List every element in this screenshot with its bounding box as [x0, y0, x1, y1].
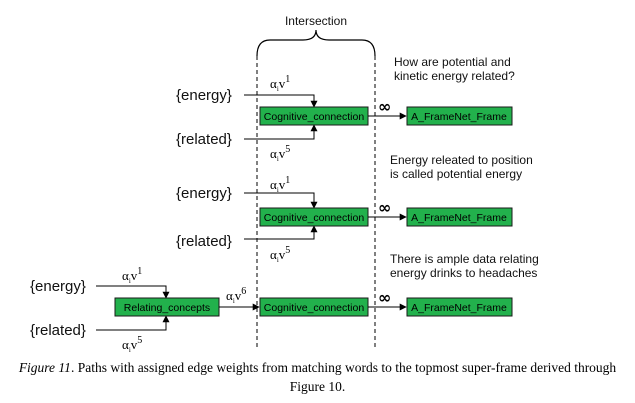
figure-label: Figure 11: [18, 360, 71, 375]
row1-frame-text: A_FrameNet_Frame: [411, 111, 507, 123]
row1-frame-box: [406, 106, 513, 126]
row3-frame-text: A_FrameNet_Frame: [411, 302, 507, 314]
row2-infinity: ∞: [378, 198, 391, 217]
row3-related-edge: [96, 315, 170, 331]
row2-energy-edge: [244, 192, 318, 209]
intersection-brace: [256, 29, 376, 57]
figure-caption: Figure 11. Paths with assigned edge weig…: [10, 358, 625, 396]
row1-question-line1: How are potential and: [394, 55, 511, 69]
row1-weight-bottom: αiv5: [270, 144, 290, 163]
row2-weight-top: αiv1: [270, 175, 290, 194]
row3-question-line2: energy drinks to headaches: [390, 266, 537, 280]
row1-weight-top: αiv1: [270, 74, 290, 93]
row3-related-label: {related}: [30, 322, 86, 339]
row2-weight-bottom: αiv5: [270, 245, 290, 264]
intersection-label: Intersection: [285, 14, 347, 28]
row3-frame-box: [406, 297, 513, 317]
row3-question-line1: There is ample data relating: [390, 252, 539, 266]
row1-infinity: ∞: [378, 97, 391, 116]
row2-related-label: {related}: [176, 233, 232, 250]
row2-question-line2: is called potential energy: [390, 167, 522, 181]
row1-related-label: {related}: [176, 131, 232, 148]
row2-frame-box: [406, 207, 513, 227]
row3-energy-edge: [96, 285, 170, 299]
row1-energy-edge: [244, 94, 318, 108]
row2-question-line1: Energy releated to position: [390, 153, 533, 167]
row1-cognitive-text: Cognitive_connection: [264, 111, 365, 123]
row3-weight-relating: αiv6: [226, 286, 246, 305]
row1-energy-label: {energy}: [176, 87, 232, 104]
row3-energy-label: {energy}: [30, 278, 86, 295]
figure-caption-text: . Paths with assigned edge weights from …: [70, 360, 617, 394]
row2-related-edge: [244, 225, 318, 240]
row3-relating-text: Relating_concepts: [124, 302, 210, 314]
row1-question-line2: kinetic energy related?: [394, 69, 515, 83]
row3-cognitive-text: Cognitive_connection: [264, 302, 365, 314]
row3-weight-bottom: αiv5: [122, 335, 142, 354]
row1-related-edge: [244, 124, 318, 140]
row2-frame-text: A_FrameNet_Frame: [411, 212, 507, 224]
row2-cognitive-text: Cognitive_connection: [264, 212, 365, 224]
row2-energy-label: {energy}: [176, 185, 232, 202]
row3-weight-top: αiv1: [122, 266, 142, 285]
row3-infinity: ∞: [378, 288, 391, 307]
